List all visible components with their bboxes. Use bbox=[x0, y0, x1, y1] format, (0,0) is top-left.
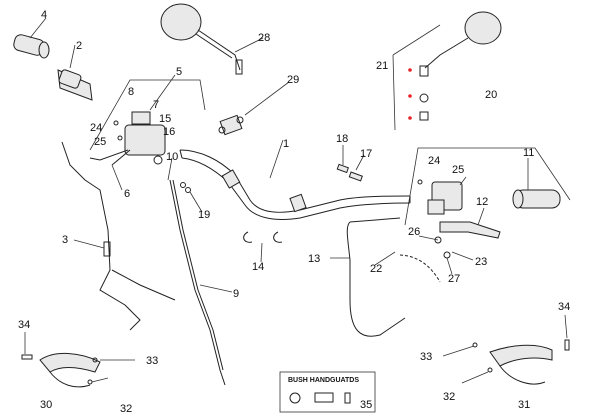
callout-6: 6 bbox=[124, 188, 130, 200]
group-20-outline bbox=[404, 147, 571, 226]
callout-15: 15 bbox=[159, 113, 171, 125]
callout-24: 24 bbox=[90, 122, 102, 134]
callout-5: 5 bbox=[176, 66, 182, 78]
callout-34-right: 34 bbox=[558, 301, 570, 313]
clamp bbox=[218, 114, 244, 136]
group-5-outline bbox=[89, 79, 206, 151]
callout-35: 35 bbox=[360, 399, 372, 411]
callout-13: 13 bbox=[308, 253, 320, 265]
callout-25: 25 bbox=[94, 136, 106, 148]
handguard-bolts bbox=[21, 339, 570, 385]
throttle-cable bbox=[169, 179, 226, 386]
callout-8: 8 bbox=[128, 86, 134, 98]
callout-9: 9 bbox=[233, 288, 239, 300]
callout-18: 18 bbox=[336, 133, 348, 145]
handlebar bbox=[179, 149, 411, 220]
callout-2: 2 bbox=[76, 40, 82, 52]
callout-22: 22 bbox=[370, 263, 382, 275]
cable-22 bbox=[399, 254, 441, 283]
callout-26: 26 bbox=[408, 226, 420, 238]
callout-10: 10 bbox=[166, 151, 178, 163]
callout-28: 28 bbox=[258, 32, 270, 44]
bolt-pair bbox=[336, 163, 363, 182]
callout-32: 32 bbox=[120, 403, 132, 415]
callout-16: 16 bbox=[163, 126, 175, 138]
group-21-outline bbox=[392, 24, 441, 131]
callout-29: 29 bbox=[287, 74, 299, 86]
inset-title: BUSH HANDGUATDS bbox=[288, 377, 359, 384]
callout-3: 3 bbox=[62, 234, 68, 246]
cable-13 bbox=[346, 217, 406, 337]
handguard-left bbox=[39, 352, 101, 388]
clutch-lever-assembly bbox=[89, 111, 166, 166]
callout-7: 7 bbox=[153, 99, 159, 111]
handguard-right bbox=[489, 344, 553, 385]
callout-33-right: 33 bbox=[420, 351, 432, 363]
callout-31: 31 bbox=[518, 399, 530, 411]
clutch-cable bbox=[61, 141, 176, 331]
leader-lines bbox=[24, 17, 568, 384]
callout-23: 23 bbox=[475, 256, 487, 268]
callout-20: 20 bbox=[485, 89, 497, 101]
mirror-right bbox=[408, 11, 502, 121]
cable-clips bbox=[243, 231, 283, 243]
callout-27: 27 bbox=[448, 273, 460, 285]
callout-17: 17 bbox=[360, 148, 372, 160]
callout-19: 19 bbox=[198, 209, 210, 221]
mirror-left bbox=[160, 3, 243, 75]
callout-21: 21 bbox=[376, 60, 388, 72]
right-switch-assembly bbox=[417, 179, 463, 215]
brake-lever bbox=[434, 221, 501, 259]
callout-1: 1 bbox=[283, 138, 289, 150]
grip-left bbox=[13, 34, 93, 101]
callout-30: 30 bbox=[40, 399, 52, 411]
callout-32-right: 32 bbox=[443, 391, 455, 403]
callouts: 1 2 3 4 5 6 7 8 9 10 11 12 13 14 15 16 1… bbox=[18, 9, 570, 415]
callout-33: 33 bbox=[146, 355, 158, 367]
callout-12: 12 bbox=[476, 196, 488, 208]
callout-25-right: 25 bbox=[452, 164, 464, 176]
callout-4: 4 bbox=[41, 9, 47, 21]
callout-24-right: 24 bbox=[428, 155, 440, 167]
callout-11: 11 bbox=[523, 147, 534, 159]
inset-box: BUSH HANDGUATDS bbox=[279, 371, 376, 413]
callout-14: 14 bbox=[252, 261, 264, 273]
callout-34: 34 bbox=[18, 319, 30, 331]
grip-right bbox=[512, 189, 561, 209]
